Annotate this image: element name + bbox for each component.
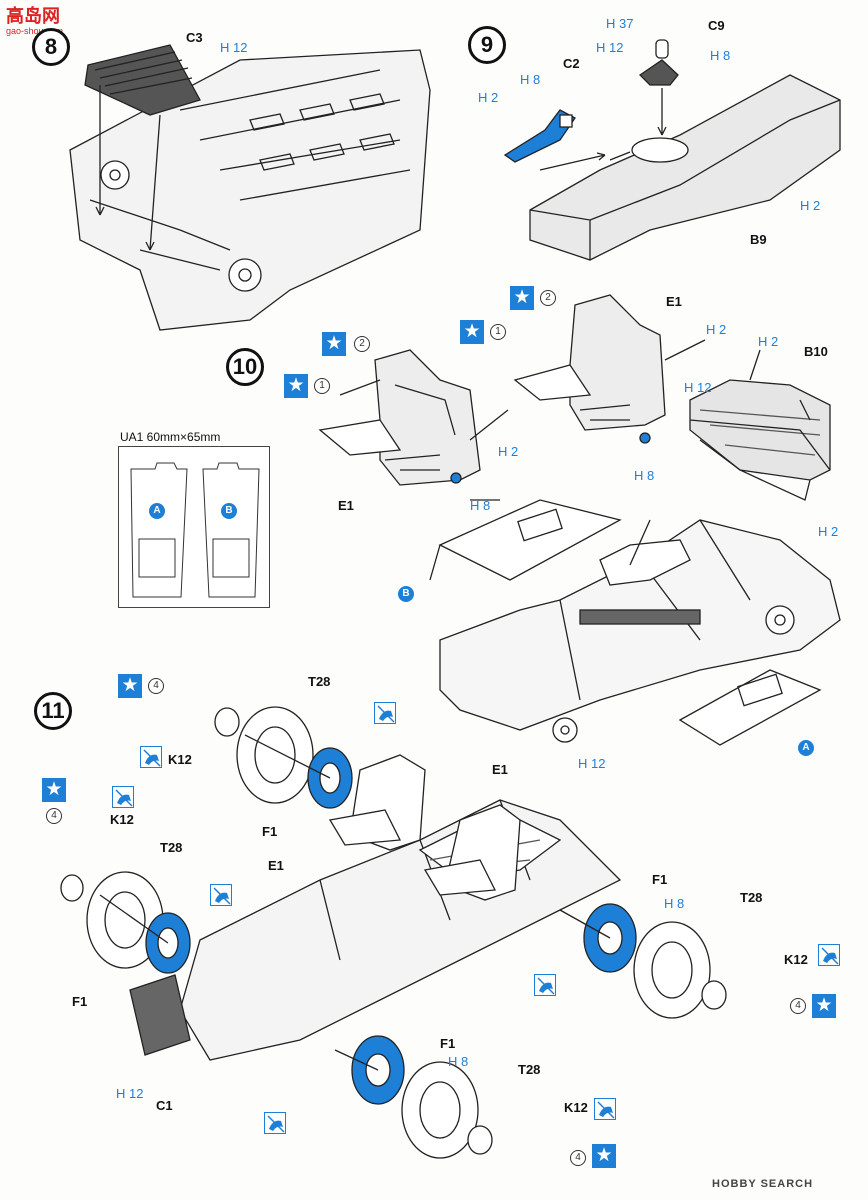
color-label-h8: H 8 [448, 1054, 469, 1069]
no-glue-icon [374, 702, 396, 724]
color-label-h2: H 2 [758, 334, 779, 349]
decal-marker-a: A [149, 503, 165, 519]
star-icon: ★ [812, 994, 836, 1018]
step-9-badge: 9 [468, 26, 506, 64]
sequence-number: 2 [540, 290, 556, 306]
star-icon: ★ [284, 374, 308, 398]
color-label-h12: H 12 [578, 756, 606, 771]
logo-bottom-text: gao-shou.com [6, 26, 64, 36]
color-label-h8: H 8 [470, 498, 491, 513]
part-label-f1: F1 [652, 872, 668, 887]
step-8-badge: 8 [32, 28, 70, 66]
color-label-h12: H 12 [596, 40, 624, 55]
decal-marker-b: B [398, 586, 414, 602]
step-10-badge: 10 [226, 348, 264, 386]
part-label-f1: F1 [262, 824, 278, 839]
part-label-c9: C9 [708, 18, 725, 33]
part-label-t28: T28 [308, 674, 331, 689]
part-label-c3: C3 [186, 30, 203, 45]
part-label-f1: F1 [440, 1036, 456, 1051]
sequence-number: 1 [314, 378, 330, 394]
part-label-b10: B10 [804, 344, 828, 359]
part-label-k12: K12 [784, 952, 808, 967]
sequence-number: 4 [790, 998, 806, 1014]
star-icon: ★ [118, 674, 142, 698]
color-label-h2: H 2 [706, 322, 727, 337]
part-label-t28: T28 [160, 840, 183, 855]
step-11-badge: 11 [34, 692, 72, 730]
sequence-number: 4 [148, 678, 164, 694]
color-label-h12: H 12 [220, 40, 248, 55]
color-label-h8: H 8 [710, 48, 731, 63]
part-label-b9: B9 [750, 232, 767, 247]
no-glue-icon [140, 746, 162, 768]
star-icon: ★ [42, 778, 66, 802]
part-label-e1: E1 [666, 294, 682, 309]
color-label-h12: H 12 [684, 380, 712, 395]
color-label-h8: H 8 [634, 468, 655, 483]
color-label-h8: H 8 [664, 896, 685, 911]
color-label-h2: H 2 [498, 444, 519, 459]
no-glue-icon [594, 1098, 616, 1120]
decal-sheet: A B [118, 446, 270, 608]
no-glue-icon [112, 786, 134, 808]
sequence-number: 2 [354, 336, 370, 352]
no-glue-icon [534, 974, 556, 996]
part-label-e1: E1 [338, 498, 354, 513]
star-icon: ★ [592, 1144, 616, 1168]
color-label-h2: H 2 [818, 524, 839, 539]
color-label-h8: H 8 [520, 72, 541, 87]
sequence-number: 4 [570, 1150, 586, 1166]
part-label-c1: C1 [156, 1098, 173, 1113]
color-label-h12: H 12 [116, 1086, 144, 1101]
decal-marker-a: A [798, 740, 814, 756]
star-icon: ★ [460, 320, 484, 344]
no-glue-icon [264, 1112, 286, 1134]
sequence-number: 1 [490, 324, 506, 340]
color-label-h2: H 2 [800, 198, 821, 213]
decal-sheet-title: UA1 60mm×65mm [120, 430, 221, 444]
star-icon: ★ [510, 286, 534, 310]
part-label-f1: F1 [72, 994, 88, 1009]
no-glue-icon [818, 944, 840, 966]
sequence-number: 4 [46, 808, 62, 824]
color-label-h2: H 2 [478, 90, 499, 105]
watermark-logo: 高岛网 gao-shou.com [6, 6, 70, 36]
part-label-t28: T28 [518, 1062, 541, 1077]
decal-sheet-outline [130, 462, 260, 598]
part-label-k12: K12 [168, 752, 192, 767]
decal-marker-b: B [221, 503, 237, 519]
star-icon: ★ [322, 332, 346, 356]
part-label-t28: T28 [740, 890, 763, 905]
hobby-search-watermark: HOBBY SEARCH [712, 1178, 814, 1190]
part-label-e1: E1 [492, 762, 508, 777]
part-label-k12: K12 [110, 812, 134, 827]
no-glue-icon [210, 884, 232, 906]
part-label-c2: C2 [563, 56, 580, 71]
color-label-h37: H 37 [606, 16, 634, 31]
part-label-e1: E1 [268, 858, 284, 873]
logo-top-text: 高岛网 [6, 6, 60, 26]
part-label-k12: K12 [564, 1100, 588, 1115]
